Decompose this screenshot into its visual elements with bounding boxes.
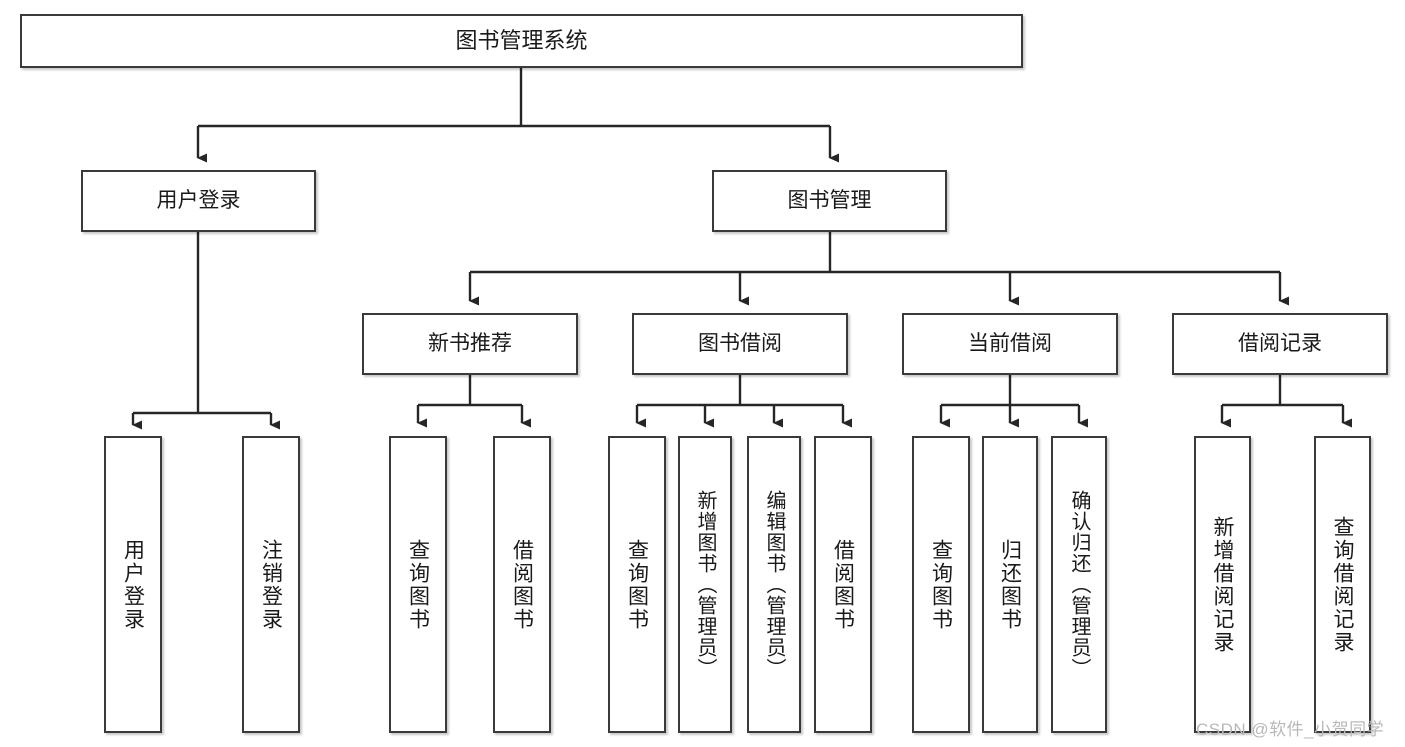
node-leaf-add-record-label: 新增借阅记录 [1211, 515, 1234, 654]
node-new-book-recommend[interactable]: 新书推荐 [362, 313, 578, 375]
node-current-borrow[interactable]: 当前借阅 [902, 313, 1118, 375]
node-leaf-return-book[interactable]: 归还图书 [982, 436, 1038, 733]
node-leaf-borrow-book-1-label: 借阅图书 [510, 538, 534, 631]
node-book-borrow-label: 图书借阅 [698, 331, 782, 355]
node-leaf-query-book-3-label: 查询图书 [929, 538, 953, 631]
node-new-book-recommend-label: 新书推荐 [428, 331, 512, 355]
node-leaf-edit-book[interactable]: 编辑图书（管理员） [747, 436, 801, 733]
node-leaf-confirm-return[interactable]: 确认归还（管理员） [1051, 436, 1107, 733]
node-user-login[interactable]: 用户登录 [81, 170, 316, 232]
node-leaf-add-record[interactable]: 新增借阅记录 [1194, 436, 1251, 733]
node-leaf-add-book-label: 新增图书（管理员） [694, 490, 716, 679]
node-current-borrow-label: 当前借阅 [968, 331, 1052, 355]
node-leaf-query-book-2[interactable]: 查询图书 [608, 436, 666, 733]
node-book-manage[interactable]: 图书管理 [712, 170, 947, 232]
node-leaf-edit-book-label: 编辑图书（管理员） [763, 490, 785, 679]
node-book-manage-label: 图书管理 [787, 188, 872, 212]
node-borrow-record[interactable]: 借阅记录 [1172, 313, 1388, 375]
node-leaf-return-book-label: 归还图书 [998, 538, 1022, 631]
node-root-label: 图书管理系统 [455, 28, 588, 54]
node-leaf-logout-login-label: 注销登录 [259, 538, 283, 631]
node-leaf-query-record-label: 查询借阅记录 [1331, 515, 1354, 654]
node-leaf-confirm-return-label: 确认归还（管理员） [1068, 490, 1090, 679]
node-leaf-query-book-3[interactable]: 查询图书 [912, 436, 970, 733]
node-leaf-borrow-book-2-label: 借阅图书 [831, 538, 855, 631]
node-borrow-record-label: 借阅记录 [1238, 331, 1322, 355]
node-leaf-query-book-1[interactable]: 查询图书 [389, 436, 447, 733]
node-leaf-query-record[interactable]: 查询借阅记录 [1314, 436, 1371, 733]
node-book-borrow[interactable]: 图书借阅 [632, 313, 848, 375]
node-leaf-user-login[interactable]: 用户登录 [104, 436, 162, 733]
node-leaf-logout-login[interactable]: 注销登录 [242, 436, 300, 733]
node-root[interactable]: 图书管理系统 [20, 14, 1023, 68]
node-leaf-add-book[interactable]: 新增图书（管理员） [678, 436, 732, 733]
node-user-login-label: 用户登录 [156, 188, 241, 212]
watermark: CSDN @软件_小贺同学 [1196, 720, 1385, 739]
node-leaf-borrow-book-1[interactable]: 借阅图书 [493, 436, 551, 733]
node-leaf-query-book-1-label: 查询图书 [406, 538, 430, 631]
node-leaf-borrow-book-2[interactable]: 借阅图书 [814, 436, 872, 733]
node-leaf-user-login-label: 用户登录 [121, 538, 145, 631]
node-leaf-query-book-2-label: 查询图书 [625, 538, 649, 631]
